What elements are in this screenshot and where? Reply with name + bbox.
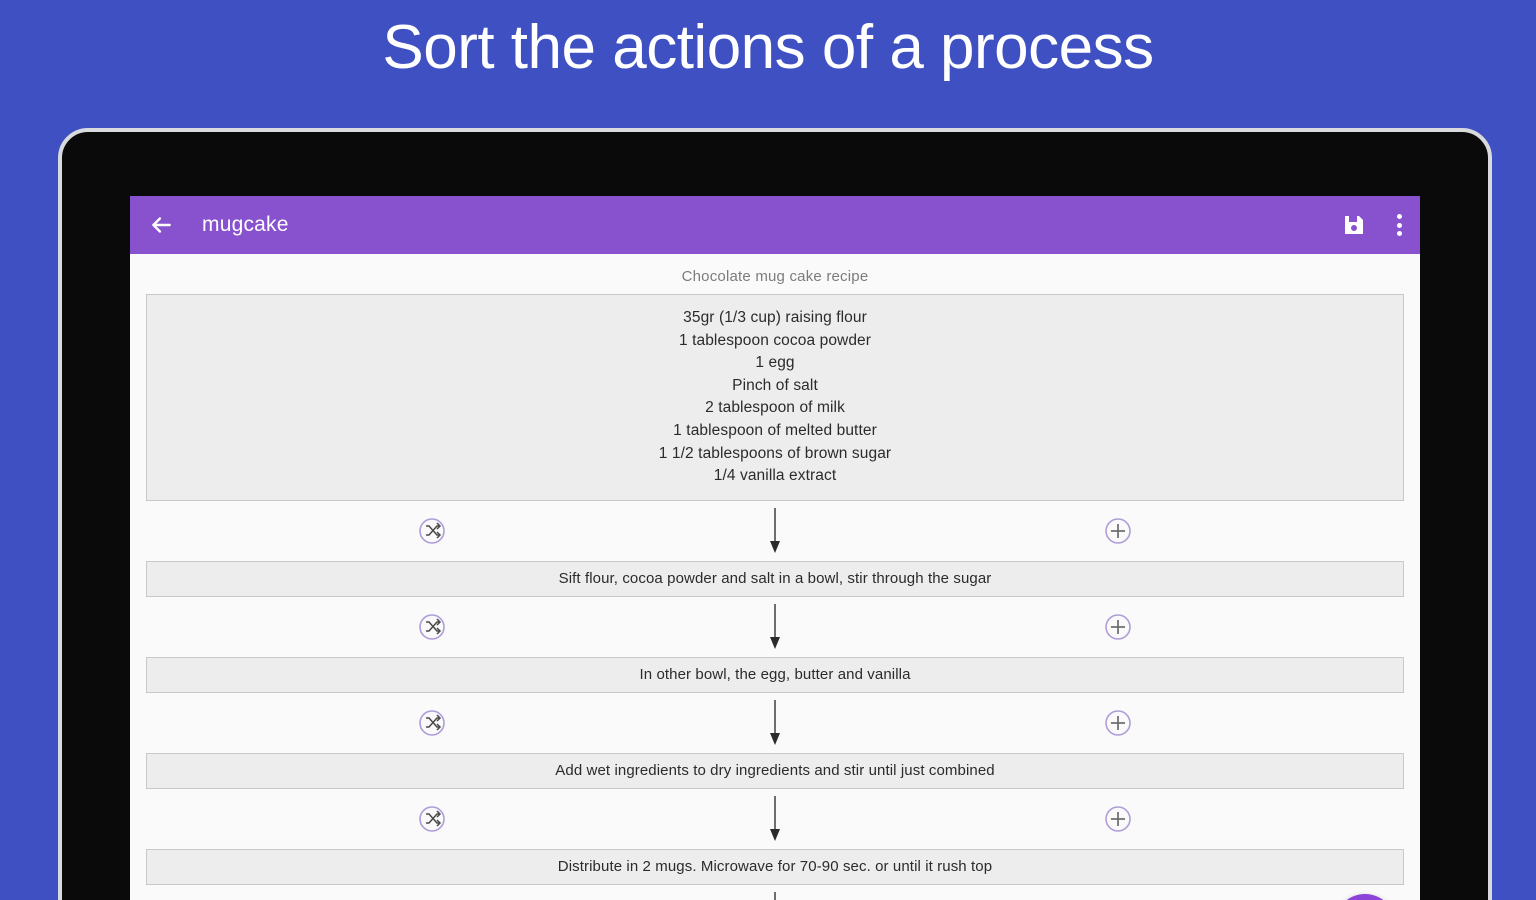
overflow-dot	[1396, 231, 1402, 236]
promo-headline: Sort the actions of a process	[382, 13, 1154, 82]
overflow-dot	[1396, 214, 1402, 219]
connector-row	[146, 693, 1404, 753]
connector-row	[146, 597, 1404, 657]
arrow-down-icon	[768, 507, 782, 554]
connector-row	[146, 885, 1404, 900]
step-text: Sift flour, cocoa powder and salt in a b…	[558, 570, 992, 588]
tablet-device-frame: mugcake Chocolate mug cake	[58, 128, 1492, 900]
recipe-content: Chocolate mug cake recipe 35gr (1/3 cup)…	[130, 254, 1420, 900]
shuffle-swap-icon[interactable]	[418, 517, 446, 545]
ingredient-line: Pinch of salt	[732, 376, 818, 394]
plus-circle-icon[interactable]	[1104, 517, 1132, 545]
shuffle-swap-icon[interactable]	[418, 709, 446, 737]
plus-circle-icon[interactable]	[1104, 805, 1132, 833]
arrow-down-icon	[768, 795, 782, 842]
arrow-down-icon	[768, 891, 782, 900]
step-card[interactable]: Distribute in 2 mugs. Microwave for 70-9…	[146, 848, 1404, 885]
shuffle-swap-icon[interactable]	[418, 613, 446, 641]
ingredients-card[interactable]: 35gr (1/3 cup) raising flour 1 tablespoo…	[146, 294, 1404, 501]
save-floppy-icon[interactable]	[1342, 213, 1366, 237]
device-screen: mugcake Chocolate mug cake	[130, 196, 1420, 900]
ingredient-line: 1 tablespoon of melted butter	[673, 421, 877, 439]
arrow-down-icon	[768, 603, 782, 650]
ingredient-line: 1 egg	[755, 354, 795, 372]
ingredient-line: 1 1/2 tablespoons of brown sugar	[658, 444, 892, 462]
plus-circle-icon[interactable]	[1104, 709, 1132, 737]
recipe-header: Chocolate mug cake recipe	[681, 268, 869, 285]
edit-fab-button[interactable]	[1334, 894, 1396, 900]
plus-circle-icon[interactable]	[1104, 613, 1132, 641]
app-bar-title: mugcake	[202, 213, 289, 236]
arrow-left-icon[interactable]	[148, 212, 174, 238]
connector-row	[146, 789, 1404, 849]
overflow-dot	[1396, 222, 1402, 228]
step-text: Add wet ingredients to dry ingredients a…	[555, 762, 995, 780]
app-bar-actions	[1342, 212, 1402, 238]
step-text: In other bowl, the egg, butter and vanil…	[639, 666, 911, 684]
connector-row	[146, 501, 1404, 561]
ingredient-line: 2 tablespoon of milk	[705, 399, 845, 417]
step-card[interactable]: Sift flour, cocoa powder and salt in a b…	[146, 560, 1404, 597]
ingredient-line: 1/4 vanilla extract	[713, 467, 837, 485]
ingredient-line: 35gr (1/3 cup) raising flour	[683, 309, 867, 326]
step-card[interactable]: Add wet ingredients to dry ingredients a…	[146, 752, 1404, 789]
step-card[interactable]: In other bowl, the egg, butter and vanil…	[146, 656, 1404, 693]
arrow-down-icon	[768, 699, 782, 746]
step-text: Distribute in 2 mugs. Microwave for 70-9…	[557, 858, 993, 876]
app-bar: mugcake	[130, 196, 1420, 254]
more-vertical-icon[interactable]	[1396, 212, 1402, 238]
app-bar-left-group: mugcake	[148, 212, 289, 238]
ingredient-line: 1 tablespoon cocoa powder	[678, 331, 872, 349]
shuffle-swap-icon[interactable]	[418, 805, 446, 833]
